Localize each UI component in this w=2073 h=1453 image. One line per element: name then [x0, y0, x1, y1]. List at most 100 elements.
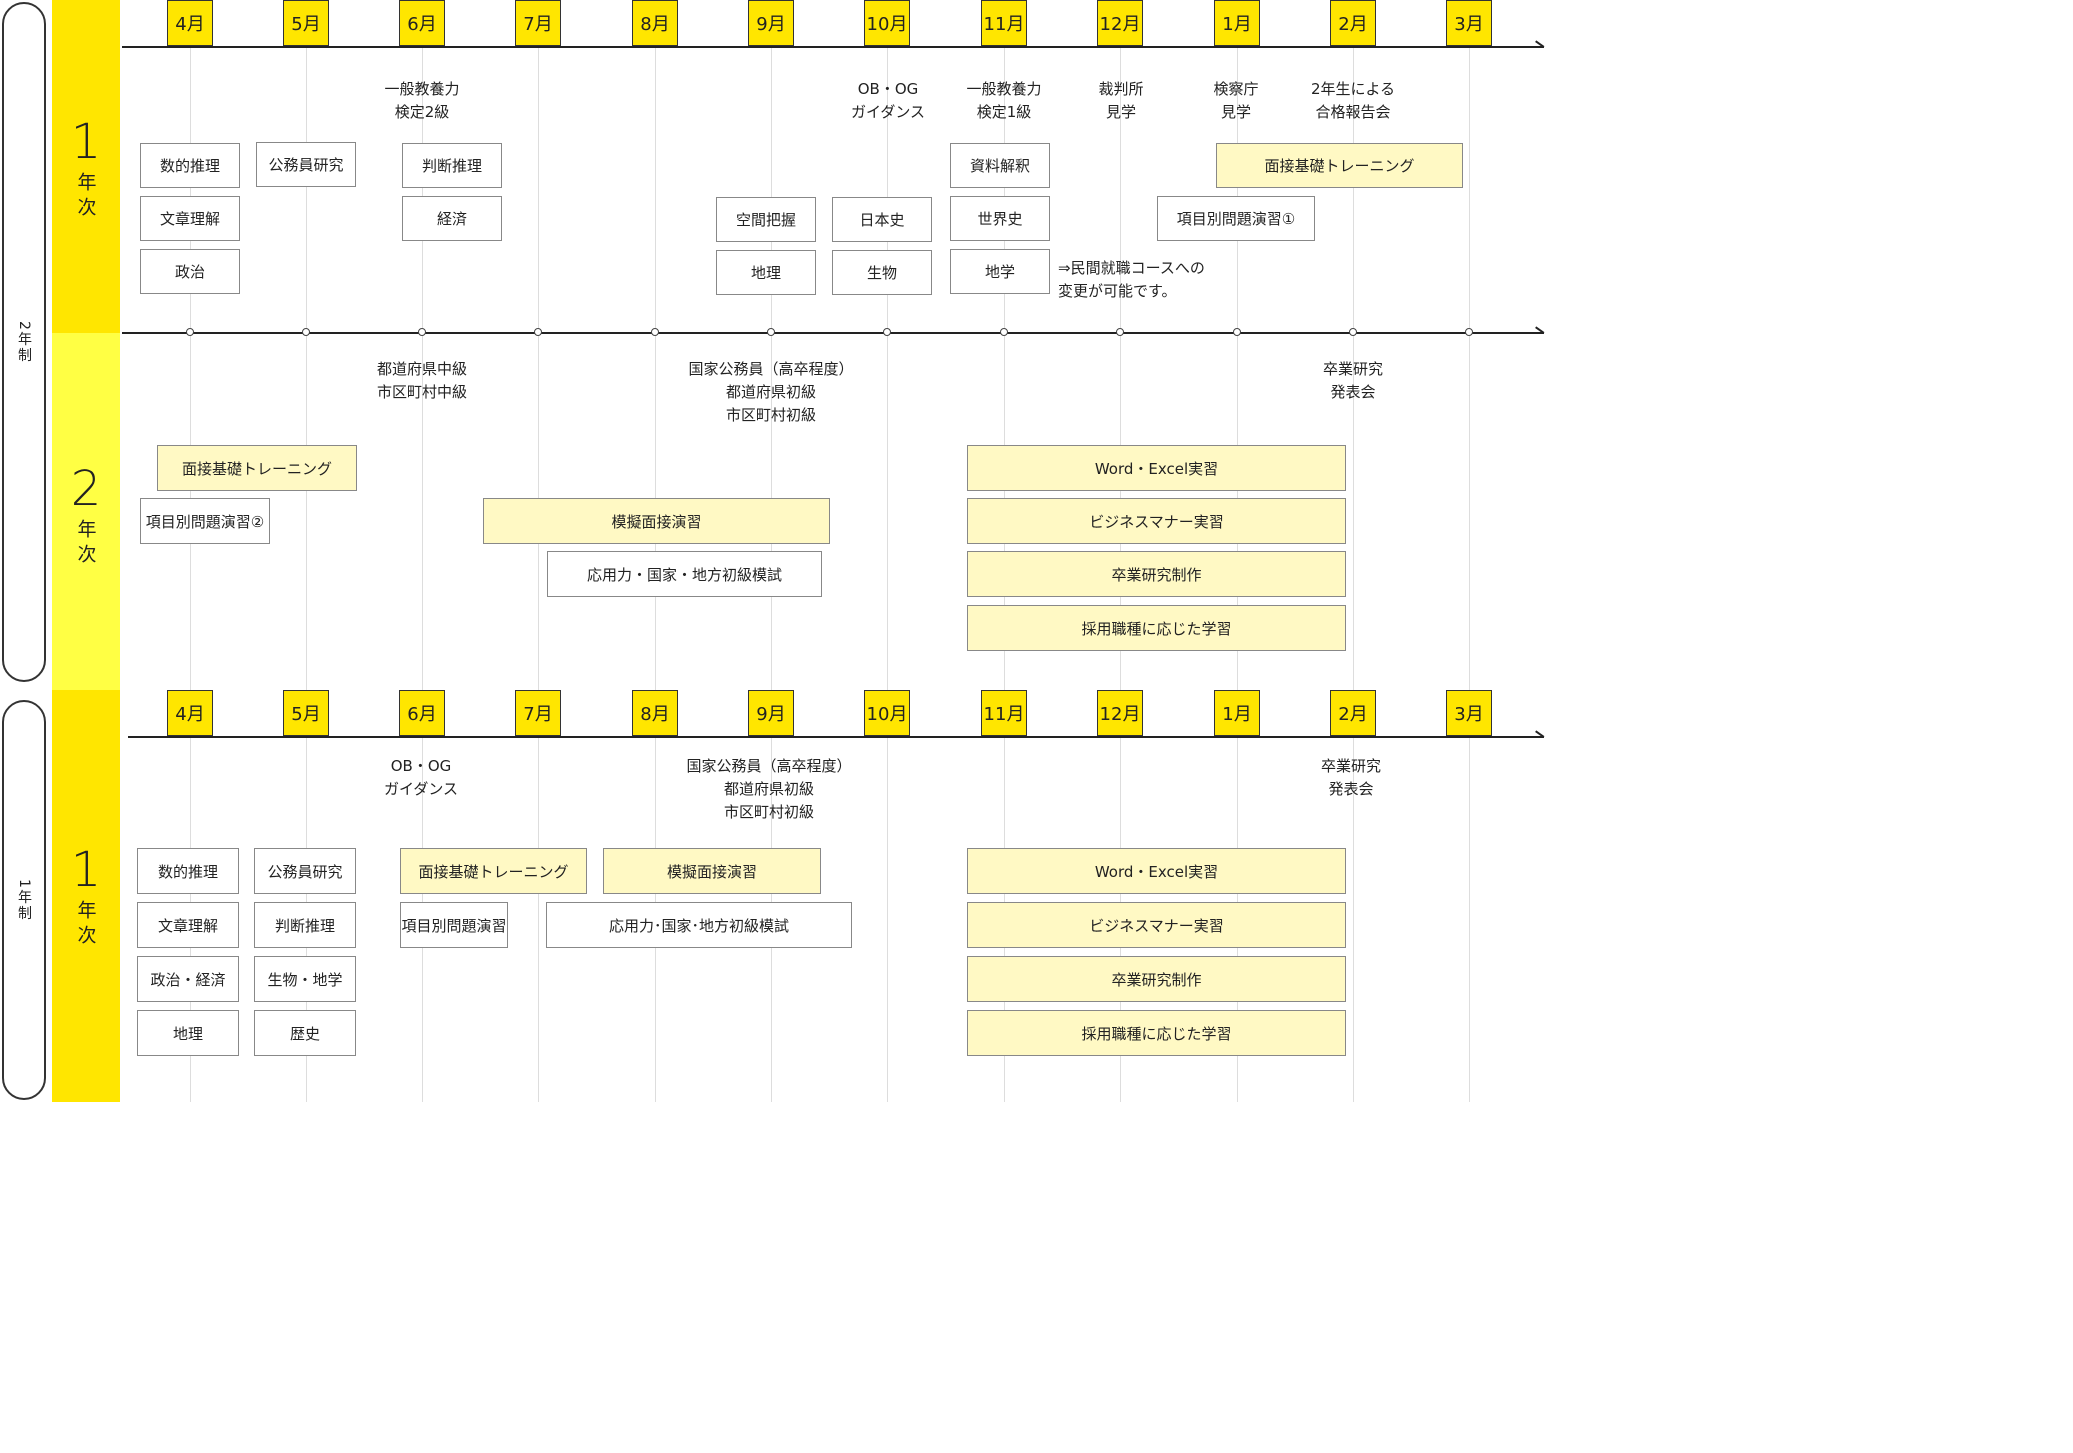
event-label: 裁判所 見学	[1098, 80, 1144, 121]
subject-box: 政治	[140, 249, 240, 294]
month-label: 11月	[981, 690, 1027, 736]
timeline-dot	[418, 328, 426, 336]
timeline-axis	[128, 736, 1544, 738]
month-guide-line	[1353, 333, 1354, 690]
month-label: 1月	[1214, 690, 1260, 736]
subject-box: 公務員研究	[256, 142, 356, 187]
subject-box: 卒業研究制作	[967, 551, 1346, 597]
timeline-dot	[534, 328, 542, 336]
month-label: 4月	[167, 690, 213, 736]
month-guide-line	[887, 333, 888, 690]
subject-box: 数的推理	[137, 848, 239, 894]
month-label: 2月	[1330, 690, 1376, 736]
month-guide-line	[422, 46, 423, 333]
timeline-dot	[651, 328, 659, 336]
month-label: 2月	[1330, 0, 1376, 46]
course-1year-text: 1年制	[16, 878, 32, 922]
month-guide-line	[1469, 46, 1470, 333]
month-label: 12月	[1097, 0, 1143, 46]
subject-box: 資料解釈	[950, 143, 1050, 188]
month-guide-line	[1120, 46, 1121, 333]
month-guide-line	[1004, 46, 1005, 333]
month-guide-line	[190, 46, 191, 333]
subject-box: 文章理解	[140, 196, 240, 241]
subject-box: Word・Excel実習	[967, 848, 1346, 894]
event-label: 卒業研究 発表会	[1322, 360, 1383, 401]
subject-box: 生物・地学	[254, 956, 356, 1002]
year-label: 年次	[74, 172, 97, 222]
subject-box: 日本史	[832, 197, 932, 242]
month-guide-line	[771, 46, 772, 333]
subject-box: 空間把握	[716, 197, 816, 242]
event-label: OB・OG ガイダンス	[850, 80, 926, 121]
subject-box: 地学	[950, 249, 1050, 294]
subject-box: 卒業研究制作	[967, 956, 1346, 1002]
subject-box: 応用力･国家･地方初級模試	[546, 902, 852, 948]
month-guide-line	[655, 46, 656, 333]
month-label: 8月	[632, 690, 678, 736]
year-number: 1	[70, 842, 102, 898]
event-label: OB・OG ガイダンス	[383, 757, 459, 798]
subject-box: 経済	[402, 196, 502, 241]
subject-box: 判断推理	[254, 902, 356, 948]
subject-box: 模擬面接演習	[483, 498, 830, 544]
month-guide-line	[887, 46, 888, 333]
month-label: 1月	[1214, 0, 1260, 46]
event-label: 一般教養力 検定1級	[966, 80, 1042, 121]
month-guide-line	[538, 736, 539, 1102]
subject-box: 採用職種に応じた学習	[967, 605, 1346, 651]
month-label: 3月	[1446, 690, 1492, 736]
timeline-dot	[883, 328, 891, 336]
subject-box: 歴史	[254, 1010, 356, 1056]
timeline-dot	[1233, 328, 1241, 336]
month-label: 6月	[399, 0, 445, 46]
year-number: 2	[70, 461, 102, 517]
subject-box: 生物	[832, 250, 932, 295]
month-guide-line	[1237, 46, 1238, 333]
subject-box: 公務員研究	[254, 848, 356, 894]
subject-box: 項目別問題演習	[400, 902, 508, 948]
course-1year-label: 1年制	[2, 700, 46, 1100]
month-label: 10月	[864, 690, 910, 736]
timeline-dot	[186, 328, 194, 336]
timeline-dot	[302, 328, 310, 336]
subject-box: 項目別問題演習①	[1157, 196, 1315, 241]
month-label: 9月	[748, 0, 794, 46]
month-label: 5月	[283, 690, 329, 736]
month-label: 12月	[1097, 690, 1143, 736]
month-guide-line	[306, 333, 307, 690]
event-label: 国家公務員（高卒程度） 都道府県初級 市区町村初級	[688, 360, 854, 424]
subject-box: Word・Excel実習	[967, 445, 1346, 491]
subject-box: 判断推理	[402, 143, 502, 188]
month-guide-line	[538, 46, 539, 333]
event-label: 2年生による 合格報告会	[1310, 80, 1396, 121]
month-label: 9月	[748, 690, 794, 736]
month-guide-line	[1469, 333, 1470, 690]
month-guide-line	[306, 46, 307, 333]
month-label: 7月	[515, 690, 561, 736]
year-band-1year-1: 1 年次	[52, 690, 120, 1102]
month-label: 3月	[1446, 0, 1492, 46]
month-label: 5月	[283, 0, 329, 46]
course-change-notice: ⇒民間就職コースへの 変更が可能です。	[1058, 259, 1205, 300]
timeline-axis	[122, 332, 1544, 334]
subject-box: 地理	[137, 1010, 239, 1056]
subject-box: 面接基礎トレーニング	[157, 445, 357, 491]
month-guide-line	[1353, 736, 1354, 1102]
month-label: 6月	[399, 690, 445, 736]
month-label: 7月	[515, 0, 561, 46]
timeline-dot	[1349, 328, 1357, 336]
subject-box: 項目別問題演習②	[140, 498, 270, 544]
month-guide-line	[1353, 46, 1354, 333]
month-label: 10月	[864, 0, 910, 46]
timeline-axis	[122, 46, 1544, 48]
month-guide-line	[422, 333, 423, 690]
event-label: 都道府県中級 市区町村中級	[376, 360, 467, 401]
subject-box: 面接基礎トレーニング	[1216, 143, 1463, 188]
event-label: 卒業研究 発表会	[1320, 757, 1381, 798]
year-band-2year-1: 1 年次	[52, 0, 120, 333]
month-label: 4月	[167, 0, 213, 46]
subject-box: ビジネスマナー実習	[967, 498, 1346, 544]
subject-box: 採用職種に応じた学習	[967, 1010, 1346, 1056]
course-2year-label: 2年制	[2, 2, 46, 682]
